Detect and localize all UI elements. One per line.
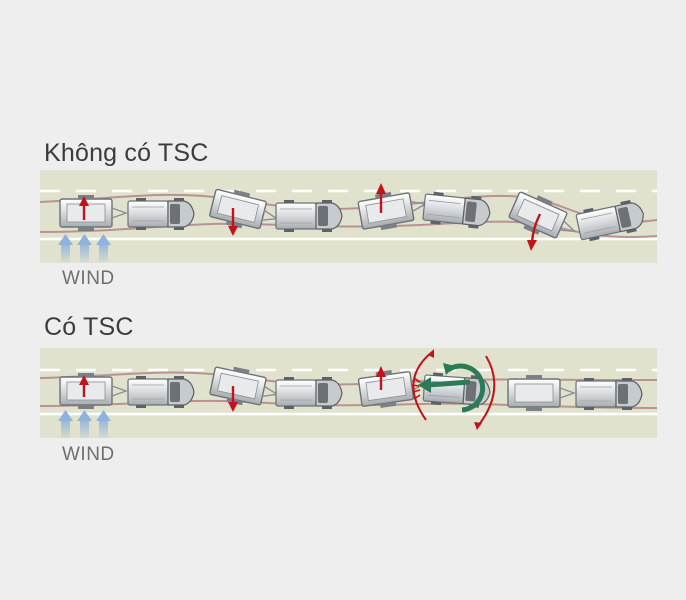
road-without-tsc <box>39 170 658 263</box>
wind-label: WIND <box>62 444 115 465</box>
sway-arrow-icon <box>376 183 386 213</box>
truck <box>275 376 343 410</box>
brake-spark-icon <box>411 377 421 400</box>
truck <box>127 197 195 231</box>
tsc-control-arrow-icon <box>418 363 486 413</box>
panel-title-with-tsc: Có TSC <box>44 313 134 341</box>
sway-arrow-icon <box>376 366 386 390</box>
sway-arrow-icon <box>527 213 542 251</box>
panel-title-without-tsc: Không có TSC <box>44 139 209 167</box>
road-with-tsc <box>39 348 658 438</box>
wind-arrow-icon <box>58 234 111 262</box>
truck <box>275 199 343 233</box>
sway-arrow-icon <box>79 196 89 220</box>
brake-arc-icon <box>412 349 496 430</box>
wind-label: WIND <box>62 268 115 289</box>
wind-arrow-icon <box>58 410 111 438</box>
truck <box>575 377 643 411</box>
sway-arrow-icon <box>228 386 238 412</box>
sway-arrow-icon <box>228 208 238 236</box>
sway-arrow-icon <box>79 375 89 397</box>
truck <box>127 375 195 409</box>
